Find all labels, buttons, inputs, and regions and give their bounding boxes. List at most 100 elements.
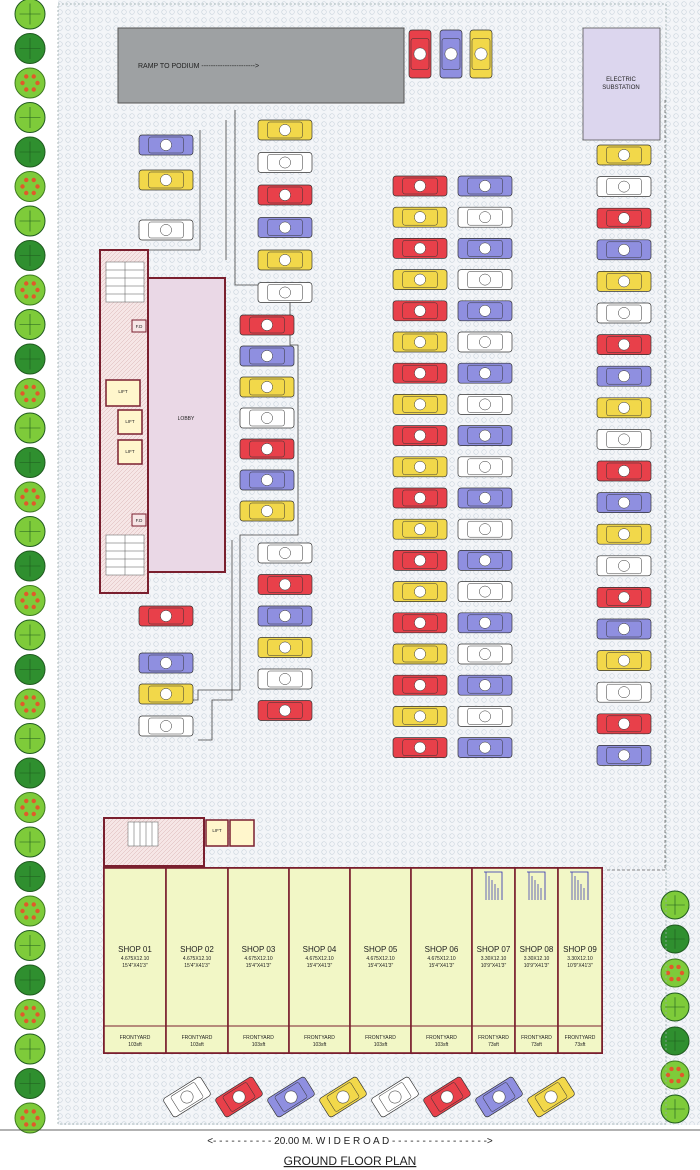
shop-room [103,867,167,1054]
parked-car-icon [392,706,448,727]
parked-car-icon [457,612,513,634]
tree-icon [14,343,46,375]
parked-car-icon [392,456,448,478]
parked-car-icon [138,683,194,705]
parked-car-icon [215,1076,263,1118]
parked-car-icon [457,238,513,259]
parked-car-icon [596,745,652,766]
shop-size-feet: 15'4"X41'3" [122,963,148,969]
frontyard-area: 103sft [313,1042,327,1048]
shop-stair-icon [570,871,589,900]
frontyard-area: 103sft [252,1042,266,1048]
lobby-label: LOBBY [178,416,195,422]
ramp-label: RAMP TO PODIUM -----------------------> [138,63,259,70]
lift-1 [105,379,141,407]
frontyard-area: 103sft [374,1042,388,1048]
fire-duct-lower [131,513,147,527]
parked-car-icon [596,207,652,229]
tree-icon [14,378,46,409]
shop-unit: SHOP 024.675X12.1015'4"X41'3"FRONTYARD10… [165,867,229,1054]
parked-car-icon [239,407,295,429]
shop-size-metric: 4.675X12.10 [366,956,395,962]
tree-icon [14,67,46,99]
podium-boundary [605,100,666,871]
tree-icon [14,412,46,444]
shop-name: SHOP 01 [118,945,152,954]
shop-name: SHOP 05 [364,945,398,954]
parked-car-icon [596,523,652,545]
shop-stair-icon [527,871,546,900]
parked-car-icon [257,637,313,658]
tree-icon [660,1026,690,1056]
parked-car-icon [257,282,313,303]
parked-car-icon [392,550,448,571]
parked-car-icon [596,713,652,735]
lobby [147,277,226,573]
tree-row-right [660,890,690,1124]
parked-car-icon [596,492,652,513]
parked-car-icon [596,176,652,197]
shop-size-metric: 4.675X12.10 [427,956,456,962]
lift-3-label: LIFT [125,449,135,454]
stair-upper [105,261,145,303]
frontyard-label: FRONTYARD [120,1035,151,1041]
tree-icon [14,1033,46,1065]
shop-size-feet: 10'9"X41'3" [481,963,507,969]
parked-car-icon [457,518,513,540]
parked-car-icon [239,469,295,491]
tree-icon [14,481,46,513]
tree-icon [14,723,46,754]
frontyard-area: 103sft [435,1042,449,1048]
parked-car-icon [457,394,513,415]
shop-stair-icon [484,871,503,900]
parked-car-icon [392,394,448,415]
road-label: <- - - - - - - - - - 20.00 M. W I D E R … [207,1136,493,1147]
shop-unit: SHOP 093.30X12.1010'9"X41'3"FRONTYARD73s… [557,867,603,1054]
parked-car-icon [596,334,652,355]
shop-row: SHOP 014.675X12.1015'4"X41'3"FRONTYARD10… [103,867,603,1054]
parked-car-icon [596,271,652,292]
parked-car-icon [457,362,513,384]
tree-icon [14,102,46,133]
parked-car-icon [457,550,513,571]
tree-icon [14,930,46,961]
parked-car-icon [392,518,448,540]
shop-size-feet: 10'9"X41'3" [567,963,593,969]
parked-car-icon [319,1076,367,1118]
fire-duct-upper [131,319,147,333]
tree-icon [14,757,46,789]
frontyard-label: FRONTYARD [365,1035,396,1041]
parked-car-icon [596,555,652,577]
shop-size-metric: 3.30X12.10 [524,956,550,962]
shop-name: SHOP 07 [477,945,511,954]
parked-car-icon [439,29,463,79]
tree-icon [14,516,46,547]
parked-car-icon [239,345,295,367]
tree-icon [14,964,46,996]
shop-size-metric: 4.675X12.10 [121,956,150,962]
parked-car-icon [457,674,513,696]
parked-car-icon [239,500,295,522]
tree-icon [14,1102,46,1134]
parked-car-icon [138,715,194,737]
tree-icon [14,826,46,858]
shop-size-feet: 10'9"X41'3" [524,963,550,969]
shop-size-feet: 15'4"X41'3" [184,963,210,969]
parked-car-icon [469,29,493,79]
parked-car-icon [596,239,652,261]
shop-size-metric: 4.675X12.10 [183,956,212,962]
shop-room [514,867,559,1054]
parked-car-icon [596,429,652,450]
parked-car-icon [457,456,513,478]
shop-unit: SHOP 044.675X12.1015'4"X41'3"FRONTYARD10… [288,867,351,1054]
shop-room [288,867,351,1054]
shop-name: SHOP 08 [520,945,554,954]
tree-icon [14,861,46,892]
parked-car-icon [392,612,448,634]
tree-row-left [14,0,46,1134]
frontyard-area: 73sft [575,1042,586,1048]
frontyard-area: 103sft [128,1042,142,1048]
parked-car-icon [163,1076,211,1118]
parked-car-icon [457,425,513,446]
